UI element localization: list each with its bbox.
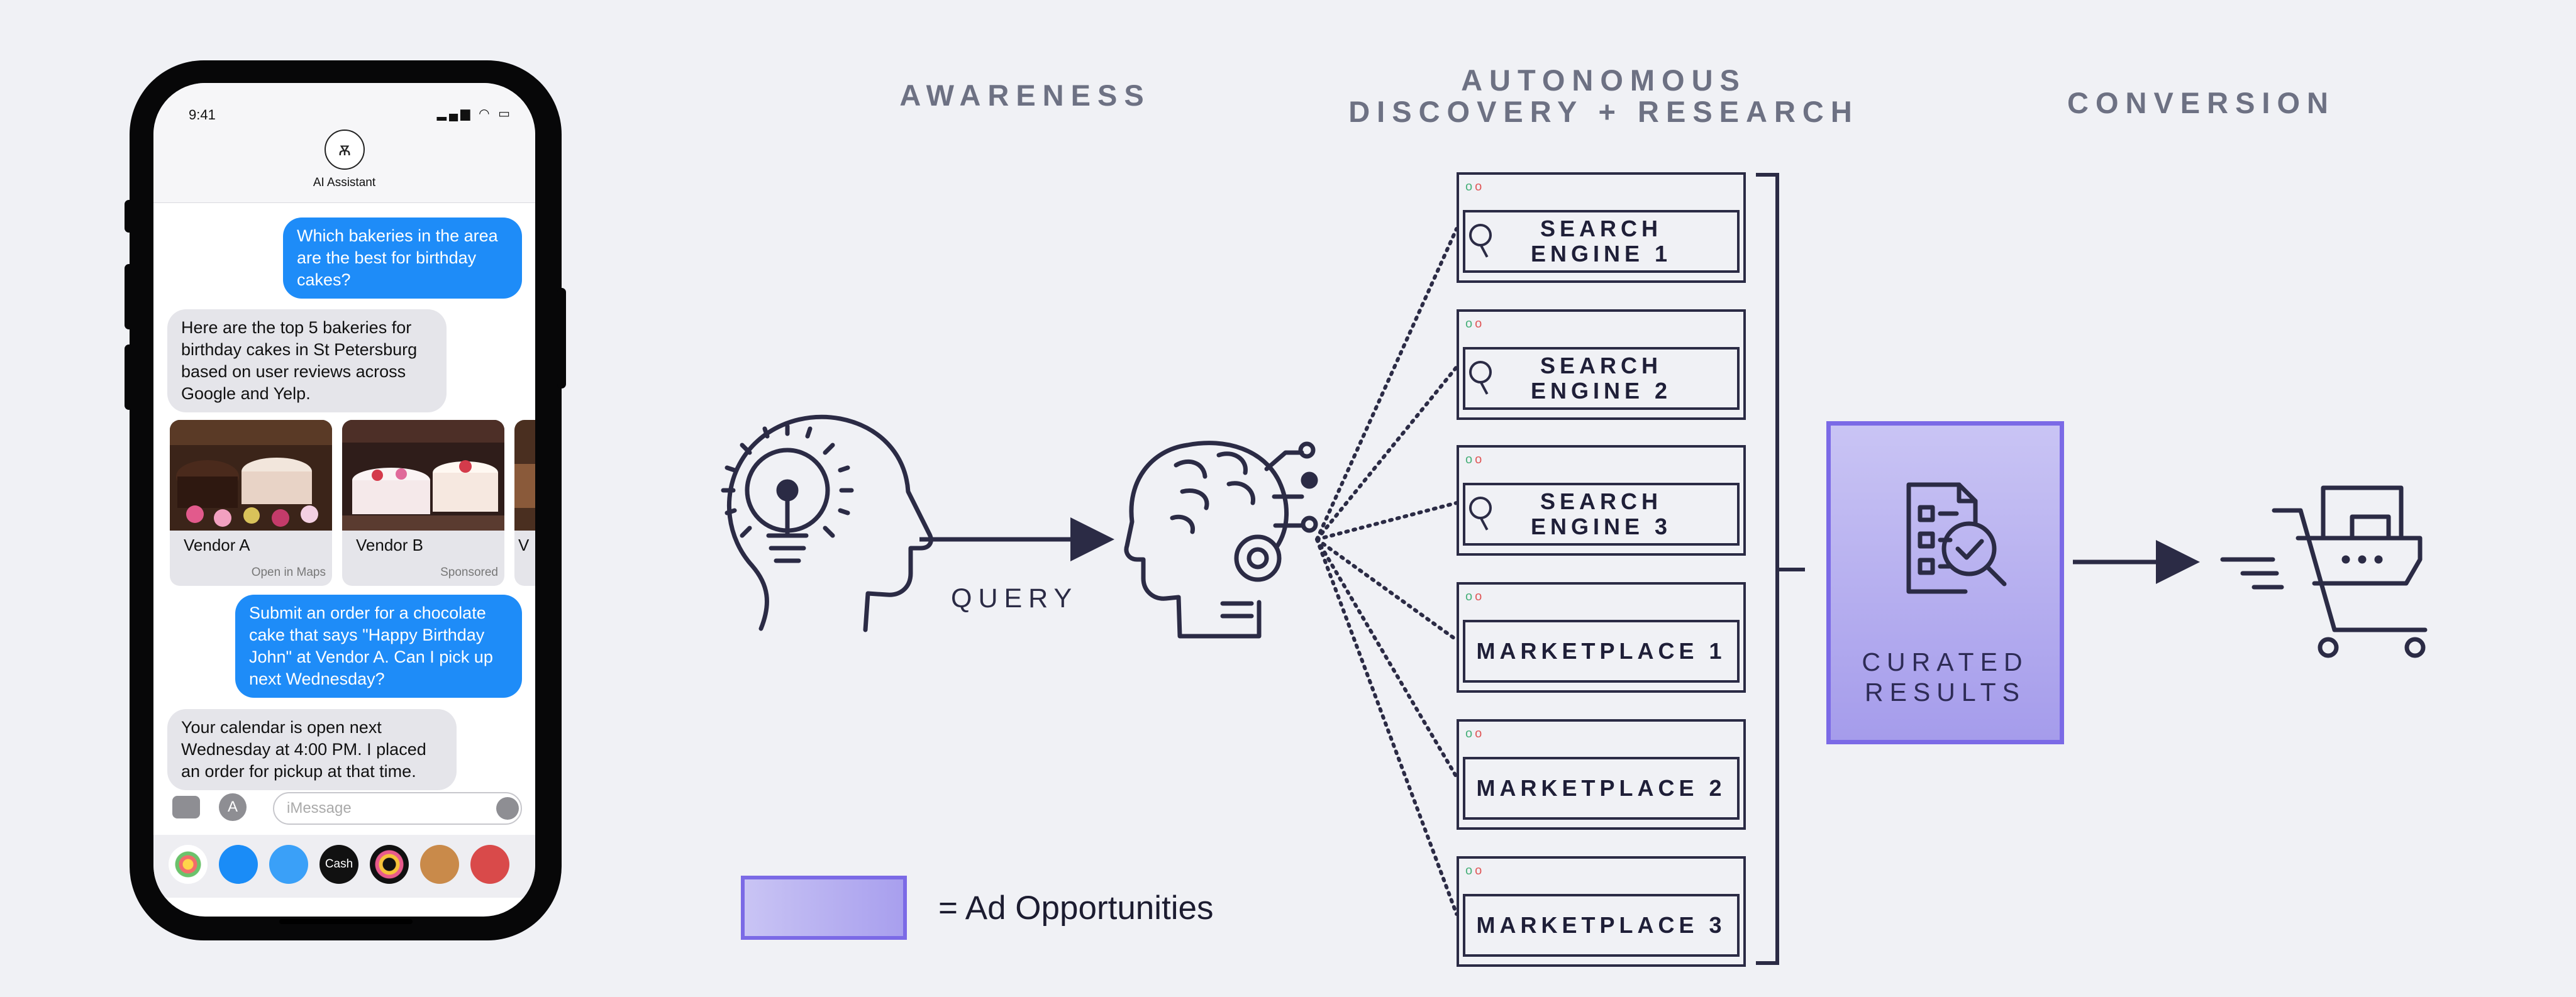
query-label: QUERY	[951, 583, 1079, 614]
message-bubble-user: Submit an order for a chocolate cake tha…	[235, 595, 522, 698]
marketplace-box: oo MARKETPLACE 2	[1457, 719, 1746, 830]
bakery-photo	[342, 420, 504, 531]
marketplace-box: oo MARKETPLACE 1	[1457, 582, 1746, 693]
vendor-name: Vendor A	[184, 536, 250, 554]
window-dots: oo	[1465, 727, 1485, 741]
engine-label-line2: ENGINE 2	[1530, 378, 1672, 404]
app-store-icon[interactable]: A	[219, 793, 247, 821]
window-dots: oo	[1465, 590, 1485, 603]
document-check-icon	[1906, 482, 2007, 594]
marketplace-label: MARKETPLACE 2	[1476, 775, 1726, 801]
vendor-card[interactable]: Vendor A Open in Maps	[170, 420, 332, 586]
home-indicator	[279, 919, 413, 924]
apple-cash-icon[interactable]: Cash	[319, 845, 358, 884]
marketplace-label: MARKETPLACE 1	[1476, 638, 1726, 664]
audio-message-icon[interactable]	[269, 845, 308, 884]
engine-label-line1: SEARCH	[1540, 353, 1662, 378]
phone-volume-up	[125, 264, 133, 329]
marketplace-box: oo MARKETPLACE 3	[1457, 856, 1746, 967]
vendor-card[interactable]: V	[514, 420, 535, 586]
photos-app-icon[interactable]	[169, 845, 208, 884]
status-time: 9:41	[189, 107, 216, 123]
contact-name: AI Assistant	[313, 176, 376, 189]
compose-bar: A iMessage	[153, 787, 535, 831]
legend-swatch	[741, 876, 907, 940]
app-tray: Cash	[153, 835, 535, 898]
idea-head-icon	[721, 414, 933, 632]
message-bubble-assistant: Here are the top 5 bakeries for birthday…	[167, 309, 447, 412]
ai-robot-head-icon	[1124, 441, 1318, 639]
window-dots: oo	[1465, 317, 1485, 331]
vendor-card[interactable]: Vendor B Sponsored	[342, 420, 504, 586]
heading-conversion: CONVERSION	[2067, 86, 2335, 119]
camera-icon[interactable]	[172, 796, 200, 818]
legend-label: = Ad Opportunities	[938, 890, 1214, 927]
stickers-icon[interactable]	[470, 845, 509, 884]
app-store-tray-icon[interactable]	[219, 845, 258, 884]
conversation-header: 9:41 ▂▄▆ ◠ ▭ ѫ AI Assistant	[153, 83, 535, 203]
curated-label-line1: CURATED	[1862, 647, 2029, 676]
status-icons: ▂▄▆ ◠ ▭	[436, 107, 513, 121]
assistant-logo-icon: ѫ	[338, 139, 352, 160]
vendor-link[interactable]: Open in Maps	[251, 566, 326, 579]
phone-power-button	[557, 288, 566, 388]
search-icon	[1469, 497, 1492, 519]
message-input[interactable]: iMessage	[273, 792, 522, 825]
engine-inner: MARKETPLACE 3	[1463, 894, 1740, 957]
window-dots: oo	[1465, 864, 1485, 878]
heading-discovery-line2: DISCOVERY + RESEARCH	[1348, 95, 1859, 128]
results-bracket	[1756, 173, 1805, 965]
vendor-name: V	[518, 536, 530, 554]
engine-label-line2: ENGINE 1	[1530, 241, 1672, 267]
engine-label-line1: SEARCH	[1540, 488, 1662, 514]
bakery-photo	[514, 420, 535, 531]
engine-label-line1: SEARCH	[1540, 216, 1662, 241]
curated-label-line2: RESULTS	[1864, 678, 2026, 707]
phone-mute-switch	[125, 200, 133, 233]
sponsored-label: Sponsored	[440, 566, 498, 579]
vendor-name: Vendor B	[356, 536, 423, 554]
engine-inner: MARKETPLACE 1	[1463, 620, 1740, 683]
window-dots: oo	[1465, 453, 1485, 466]
engine-label-line2: ENGINE 3	[1530, 514, 1672, 539]
apple-cash-label: Cash	[325, 857, 353, 871]
heading-awareness: AWARENESS	[899, 79, 1151, 112]
assistant-avatar[interactable]: ѫ	[325, 129, 365, 170]
search-icon	[1469, 224, 1492, 246]
heading-discovery-line1: AUTONOMOUS	[1461, 63, 1746, 97]
memoji-icon[interactable]	[420, 845, 459, 884]
marketplace-label: MARKETPLACE 3	[1476, 912, 1726, 938]
search-icon	[1469, 361, 1492, 383]
phone-screen: 9:41 ▂▄▆ ◠ ▭ ѫ AI Assistant Which bakeri…	[153, 83, 535, 917]
engine-inner: MARKETPLACE 2	[1463, 757, 1740, 820]
phone-volume-down	[125, 344, 133, 410]
window-dots: oo	[1465, 180, 1485, 194]
fitness-app-icon[interactable]	[370, 845, 409, 884]
message-bubble-user: Which bakeries in the area are the best …	[283, 218, 522, 299]
message-bubble-assistant: Your calendar is open next Wednesday at …	[167, 709, 457, 790]
shopping-cart-icon	[2220, 485, 2428, 658]
research-connectors	[1315, 227, 1458, 916]
bakery-photo	[170, 420, 332, 531]
audio-icon[interactable]	[496, 797, 519, 820]
